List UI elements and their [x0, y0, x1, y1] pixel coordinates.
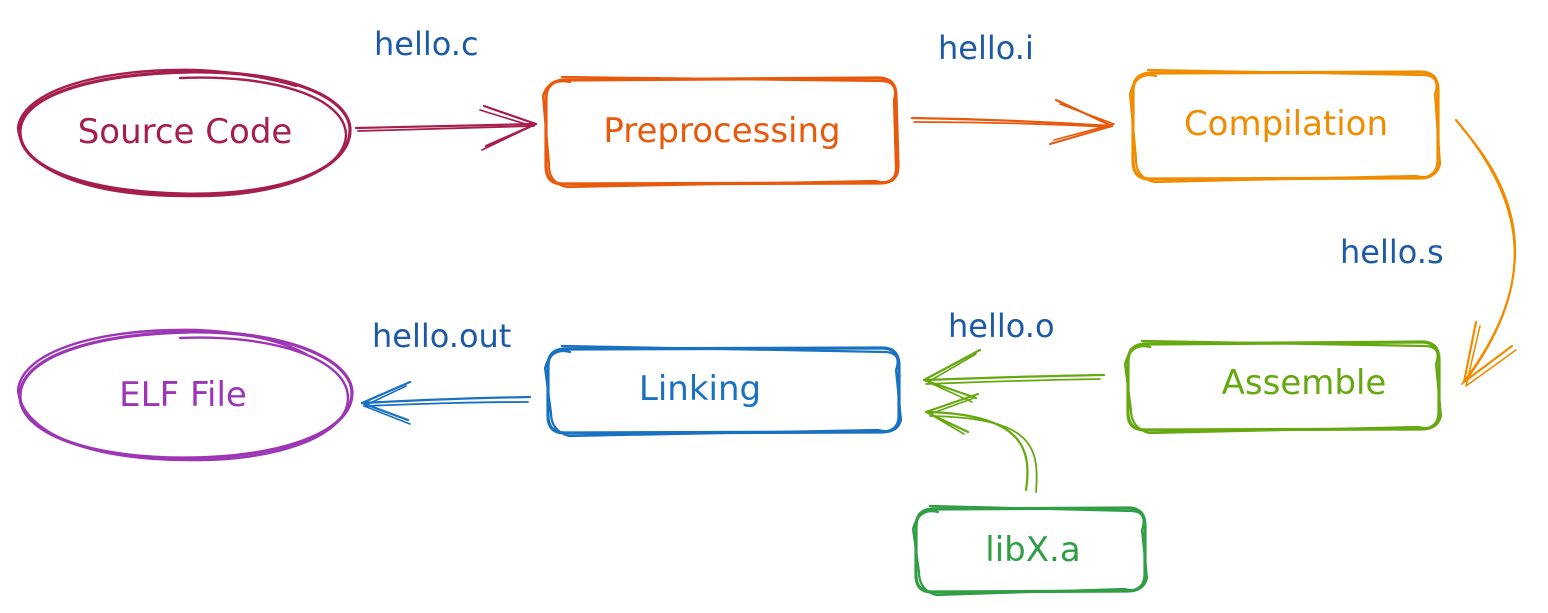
arrow-compilation-to-assemble [1454, 118, 1517, 387]
arrow-preprocessing-to-compilation [910, 98, 1115, 146]
node-label: Preprocessing [603, 111, 840, 151]
node-preprocessing[interactable]: Preprocessing [541, 75, 900, 189]
node-label: ELF File [119, 375, 247, 415]
node-libx[interactable]: libX.a [911, 504, 1149, 597]
arrow-assemble-to-linking [922, 348, 1106, 403]
node-assemble[interactable]: Assemble [1123, 339, 1443, 435]
edge-label-hello-c: hello.c [374, 25, 479, 63]
node-linking[interactable]: Linking [543, 344, 903, 438]
edge-label-hello-out: hello.out [372, 317, 511, 355]
node-source-code[interactable]: Source Code [16, 68, 352, 198]
edge-label-hello-s: hello.s [1340, 233, 1444, 271]
edge-label-hello-o: hello.o [948, 307, 1055, 345]
edge-label-hello-i: hello.i [938, 29, 1034, 67]
arrow-libx-to-linking [924, 392, 1038, 493]
node-label: Assemble [1222, 363, 1387, 403]
node-label: libX.a [985, 530, 1080, 570]
arrow-source-to-preprocessing [354, 104, 538, 151]
node-label: Compilation [1184, 104, 1388, 144]
node-label: Source Code [78, 112, 293, 152]
arrow-linking-to-elf [360, 380, 532, 425]
node-compilation[interactable]: Compilation [1128, 68, 1442, 184]
node-label: Linking [639, 369, 761, 409]
node-elf-file[interactable]: ELF File [16, 328, 354, 462]
